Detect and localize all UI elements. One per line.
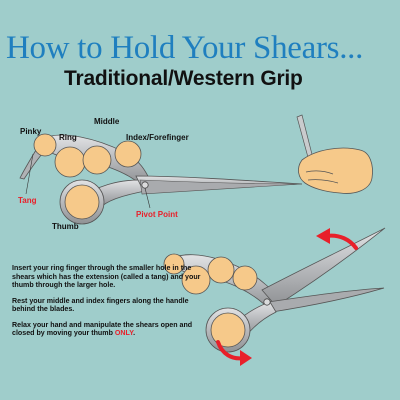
- open-index-finger: [232, 265, 258, 291]
- thumb-finger: [64, 184, 100, 220]
- instruction-2: Rest your middle and index fingers along…: [12, 296, 189, 314]
- instruction-1: Insert your ring finger through the smal…: [12, 264, 201, 289]
- motion-arrows: [216, 228, 358, 366]
- instructions-block: Insert your ring finger through the smal…: [12, 264, 212, 345]
- middle-finger: [82, 145, 112, 175]
- down-arrow-head-icon: [240, 350, 252, 366]
- hand-shape: [298, 147, 373, 194]
- open-ring-finger: [181, 265, 211, 295]
- ring-finger: [54, 146, 86, 178]
- pivot-leader: [144, 187, 151, 209]
- pinky-finger: [33, 133, 57, 157]
- label-ring: Ring: [59, 133, 77, 142]
- open-middle-finger: [207, 256, 235, 284]
- page-subtitle: Traditional/Western Grip: [64, 67, 303, 90]
- open-pivot-screw: [263, 298, 271, 306]
- instruction-3-end: .: [133, 329, 136, 337]
- open-lower-blade: [267, 287, 385, 313]
- lower-blade: [139, 179, 303, 195]
- instruction-3: Relax your hand and manipulate the shear…: [12, 321, 212, 338]
- hand-finger-line: [305, 170, 334, 175]
- page-title: How to Hold Your Shears...: [6, 30, 364, 66]
- open-thumb-finger: [210, 312, 246, 348]
- label-tang: Tang: [18, 196, 37, 205]
- label-pinky: Pinky: [20, 127, 42, 136]
- up-arrow-head-icon: [316, 228, 330, 244]
- open-pinky-finger: [163, 253, 185, 275]
- index-finger: [114, 140, 142, 168]
- pivot-screw: [141, 181, 149, 189]
- label-middle: Middle: [94, 117, 120, 126]
- hand-finger-line-2: [307, 179, 339, 184]
- label-thumb: Thumb: [52, 222, 79, 231]
- instruction-3-emphasis: ONLY: [114, 329, 134, 337]
- closed-shears: [19, 133, 303, 225]
- instruction-3-text: Relax your hand and manipulate the shear…: [12, 320, 193, 338]
- label-index: Index/Forefinger: [126, 133, 189, 142]
- hand-illustration: [296, 114, 373, 194]
- tang-leader: [25, 153, 34, 195]
- label-pivot: Pivot Point: [136, 210, 178, 219]
